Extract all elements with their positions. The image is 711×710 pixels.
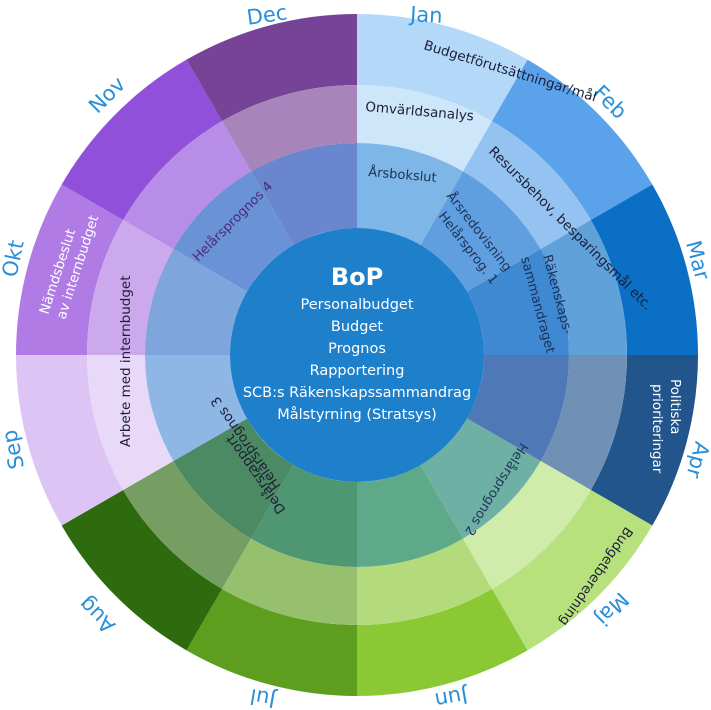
wedge-aug-ring-3 xyxy=(173,418,294,539)
wedge-nov-ring-3 xyxy=(173,171,294,292)
wedge-jan-ring-3 xyxy=(357,143,463,246)
wedge-jul-ring-2 xyxy=(222,538,357,625)
wedge-apr-ring-3 xyxy=(466,355,569,461)
wedge-mar-ring-3 xyxy=(466,249,569,355)
wedge-nov-ring-1 xyxy=(61,59,223,221)
center-item-personalbudget: Personalbudget xyxy=(300,297,413,313)
month-label-jun: Jun xyxy=(433,683,471,710)
wedge-dec-ring-2 xyxy=(222,85,357,172)
wedge-apr-ring-1 xyxy=(590,355,698,526)
activity-arsbokslut: Årsbokslut xyxy=(368,164,438,186)
wedge-nov-ring-2 xyxy=(123,121,251,249)
center-circle xyxy=(230,228,484,482)
wedge-mar-ring-1 xyxy=(590,184,698,355)
activity-politiska-line1: Politiska xyxy=(667,379,683,434)
center-item-scb: SCB:s Räkenskapssammandrag xyxy=(243,385,471,401)
wedge-dec-ring-3 xyxy=(251,143,357,246)
wedge-maj-ring-3 xyxy=(420,418,541,539)
wedge-aug-ring-2 xyxy=(123,461,251,589)
center-item-rapportering: Rapportering xyxy=(310,363,405,379)
center-item-budget: Budget xyxy=(331,319,383,335)
wedge-jun-ring-1 xyxy=(357,588,528,696)
activity-politiska-line2: prioriteringar xyxy=(649,384,665,474)
month-label-dec: Dec xyxy=(245,0,289,29)
center-item-prognos: Prognos xyxy=(328,341,386,357)
activity-arbete-internbudget: Arbete med internbudget xyxy=(118,275,134,447)
wedge-aug-ring-1 xyxy=(61,490,223,651)
month-label-jul: Jul xyxy=(248,684,279,710)
center-block: BoP Personalbudget Budget Prognos Rappor… xyxy=(243,263,471,423)
wedge-jun-ring-3 xyxy=(357,464,463,567)
wedge-jan-ring-1 xyxy=(357,14,528,122)
center-item-malstyrning: Målstyrning (Stratsys) xyxy=(277,406,437,423)
wedge-dec-ring-1 xyxy=(186,14,357,122)
wedge-mar-ring-2 xyxy=(540,220,627,355)
center-title: BoP xyxy=(331,263,383,291)
wedge-apr-ring-2 xyxy=(540,355,627,490)
wedge-maj-ring-1 xyxy=(492,490,653,651)
wedge-sep-ring-1 xyxy=(16,355,124,526)
month-label-sep: Sep xyxy=(0,428,29,472)
wedge-feb-ring-2 xyxy=(463,121,591,249)
wedge-okt-ring-3 xyxy=(145,249,248,355)
wheel-rings xyxy=(16,14,698,696)
wedge-sep-ring-2 xyxy=(87,355,174,490)
wedge-okt-ring-1 xyxy=(16,184,124,355)
month-label-aug: Aug xyxy=(74,592,120,638)
month-label-jan: Jan xyxy=(408,2,444,28)
wedge-maj-ring-2 xyxy=(463,461,591,589)
month-label-okt: Okt xyxy=(0,238,29,279)
wedge-jun-ring-2 xyxy=(357,538,492,625)
month-label-apr: Apr xyxy=(681,439,711,481)
wedge-jul-ring-3 xyxy=(251,464,357,567)
wedge-okt-ring-2 xyxy=(87,220,174,355)
wedge-jul-ring-1 xyxy=(186,588,357,696)
wedge-feb-ring-1 xyxy=(492,59,653,221)
wedge-jan-ring-2 xyxy=(357,85,492,172)
wedge-feb-ring-3 xyxy=(420,171,541,292)
wedge-sep-ring-3 xyxy=(145,355,248,461)
